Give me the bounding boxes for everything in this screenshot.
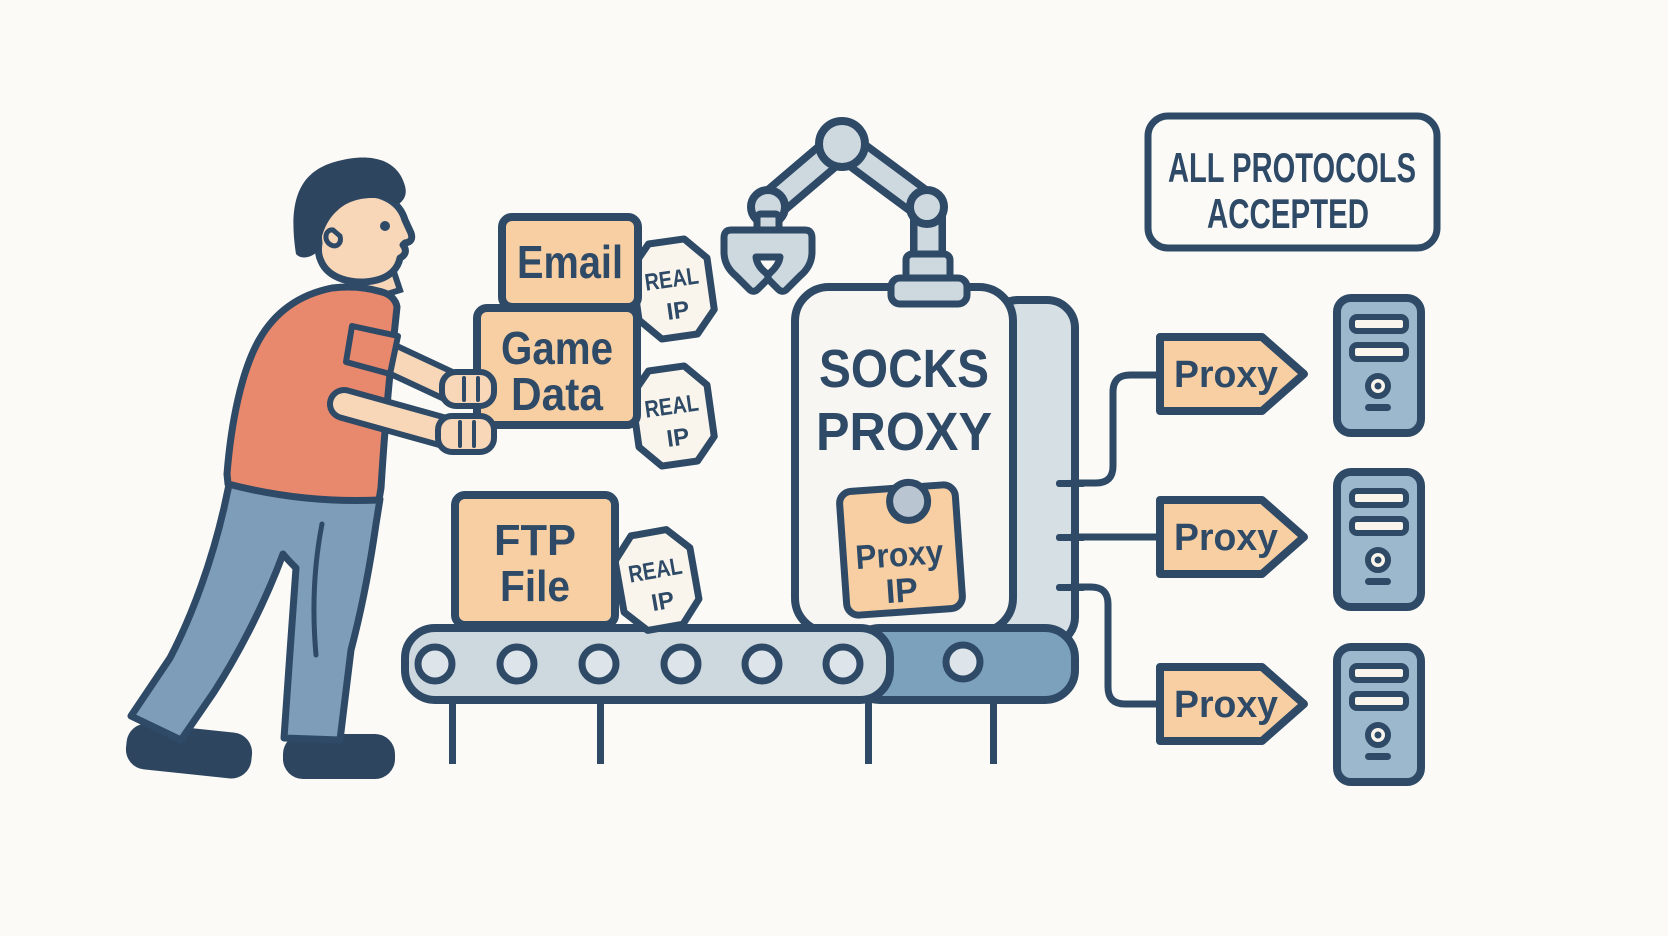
hair [293,157,406,258]
conveyor-leg [865,696,872,764]
server-slot [1349,691,1409,711]
hand-lower [435,413,497,455]
game-data-box [473,304,641,429]
tag-grommet-icon [886,478,932,524]
machine-title-line2: PROXY [816,402,992,462]
arrow-shape [1156,496,1308,578]
sign-border [1144,112,1441,252]
ftp-file-line1: FTP [494,516,576,565]
arm-joint-right [906,186,948,228]
proxy-arrow-3: Proxy [1156,663,1308,745]
arm-joint-top [815,117,869,171]
server-vent-dash [1365,404,1391,411]
proxy-arrow-label: Proxy [1174,517,1278,559]
arrow-shape [1156,663,1308,745]
person-arms [327,323,497,455]
conveyor-leg [990,696,997,764]
server-power-dot [1374,731,1382,739]
ftp-file-line2: File [500,562,570,611]
conveyor-roller [822,643,864,685]
proxy-ip-tag: Proxy IP [836,478,966,619]
pants-seam [311,521,325,658]
shoe-back [125,723,253,779]
game-data-line2: Data [511,368,603,420]
fingers [458,420,476,448]
conveyor-leg [597,696,604,764]
game-data-line1: Game [501,322,613,374]
proxy-ip-line2: IP [885,571,920,611]
hand-upper [439,369,497,409]
tag-shape [628,235,718,343]
arrow-shape [1156,333,1308,415]
claw-gripper-icon [720,226,816,295]
server-vent-dash [1365,753,1391,760]
sign-line2: ACCEPTED [1207,190,1369,237]
belt-light-section [401,624,894,704]
conveyor-roller [942,641,984,683]
connector-line-3 [1068,583,1160,708]
arm-lower [333,393,463,445]
package-ftp-file: FTP File [451,491,619,629]
package-game-data: Game Data [473,304,641,429]
email-label: Email [517,236,623,288]
proxy-arrow-label: Proxy [1174,354,1278,396]
arm-base [887,274,971,308]
conveyor-roller [660,643,702,685]
package-email: Email [498,213,642,311]
server-slot [1349,342,1409,362]
proxy-ip-line1: Proxy [854,533,945,577]
tag-line2: IP [665,296,691,326]
server-slot [1349,663,1409,683]
server-power-dot [1374,556,1382,564]
server-slot [1349,314,1409,334]
tag-line2: IP [665,423,691,453]
ftp-file-box [451,491,619,629]
connector-line-1 [1068,371,1160,487]
ear [323,227,343,249]
conveyor-roller [414,643,456,685]
conveyor-leg [449,696,456,764]
sleeve [343,323,401,377]
proxy-arrow-label: Proxy [1174,684,1278,726]
conveyor-roller [578,643,620,685]
server-slot [1349,516,1409,536]
conveyor-legs [449,696,997,764]
shoe-front [283,734,395,779]
conveyor-roller [496,643,538,685]
server-vent-dash [1365,578,1391,585]
proxy-arrow-1: Proxy [1156,333,1308,415]
eye [380,221,390,231]
server-tower-1 [1333,294,1425,437]
server-slot [1349,488,1409,508]
machine-title-line1: SOCKS [819,339,989,399]
output-connectors [1068,371,1160,708]
tag-shape [628,362,718,470]
protocols-sign: ALL PROTOCOLS ACCEPTED [1144,112,1441,252]
server-tower-3 [1333,643,1425,786]
server-power-dot [1374,382,1382,390]
robotic-arm [720,117,971,308]
fingers [462,376,480,402]
conveyor-roller [741,643,783,685]
tag-line2: IP [649,587,676,618]
tag-shape [611,526,703,634]
conveyor-belt [401,624,1079,704]
server-tower-2 [1333,468,1425,611]
proxy-arrow-2: Proxy [1156,496,1308,578]
sign-line1: ALL PROTOCOLS [1168,144,1416,191]
